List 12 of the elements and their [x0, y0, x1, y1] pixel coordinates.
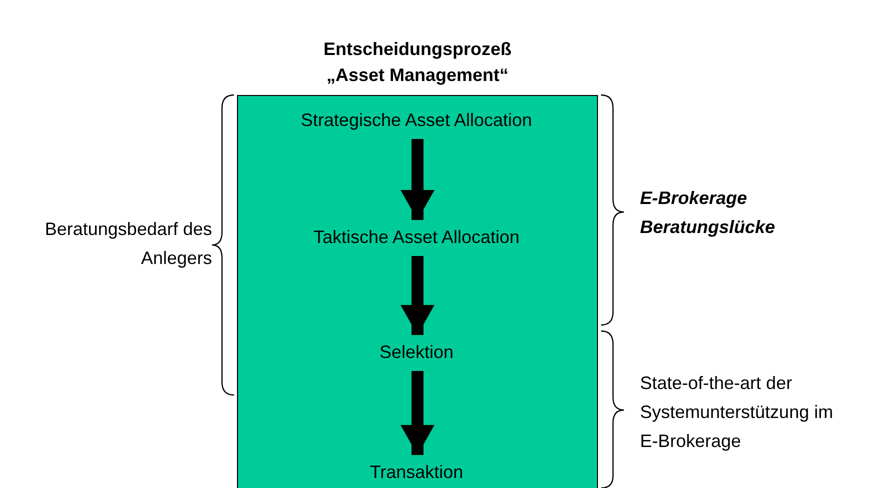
arrow — [400, 256, 434, 335]
step-label: Strategische Asset Allocation — [237, 107, 596, 133]
side-note: E-Brokerage Beratungslücke — [640, 187, 776, 239]
side-note: State-of-the-art der Systemunterstützung im E-Brokerage — [640, 372, 834, 453]
step-label: Taktische Asset Allocation — [237, 224, 596, 250]
side-note: Beratungsbedarf des Anlegers — [44, 218, 212, 270]
diagram-title: Entscheidungsprozeß „Asset Management“ — [322, 38, 512, 87]
arrow — [400, 371, 434, 455]
arrow — [400, 139, 434, 220]
step-label: Selektion — [237, 339, 596, 365]
step-label: Transaktion — [237, 459, 596, 485]
process-panel — [237, 95, 598, 488]
